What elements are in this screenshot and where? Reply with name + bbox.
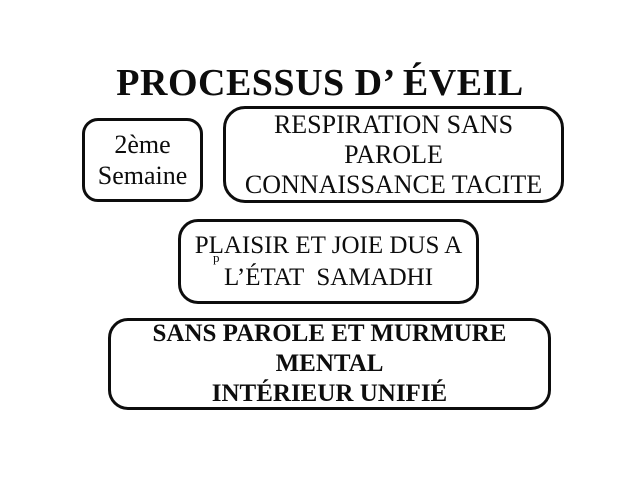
box-2eme-semaine-label: 2ème Semaine: [97, 130, 188, 190]
slide-title: PROCESSUS D’ ÉVEIL: [116, 62, 524, 105]
box-respiration-sans-parole-label: RESPIRATION SANS PAROLE CONNAISSANCE TAC…: [244, 109, 543, 199]
box-2eme-semaine: 2ème Semaine: [82, 118, 203, 202]
box-sans-parole-et-murmure: SANS PAROLE ET MURMURE MENTAL INTÉRIEUR …: [108, 318, 551, 410]
box-respiration-sans-parole: RESPIRATION SANS PAROLE CONNAISSANCE TAC…: [223, 106, 564, 203]
box-plaisir-et-joie-label: PLAISIR ET JOIE DUS A L’ÉTAT SAMADHI: [194, 231, 463, 291]
box-sans-parole-et-murmure-label: SANS PAROLE ET MURMURE MENTAL INTÉRIEUR …: [152, 320, 507, 407]
box-plaisir-et-joie: PLAISIR ET JOIE DUS A L’ÉTAT SAMADHI p: [178, 219, 479, 304]
stray-p-artifact: p: [213, 250, 220, 265]
